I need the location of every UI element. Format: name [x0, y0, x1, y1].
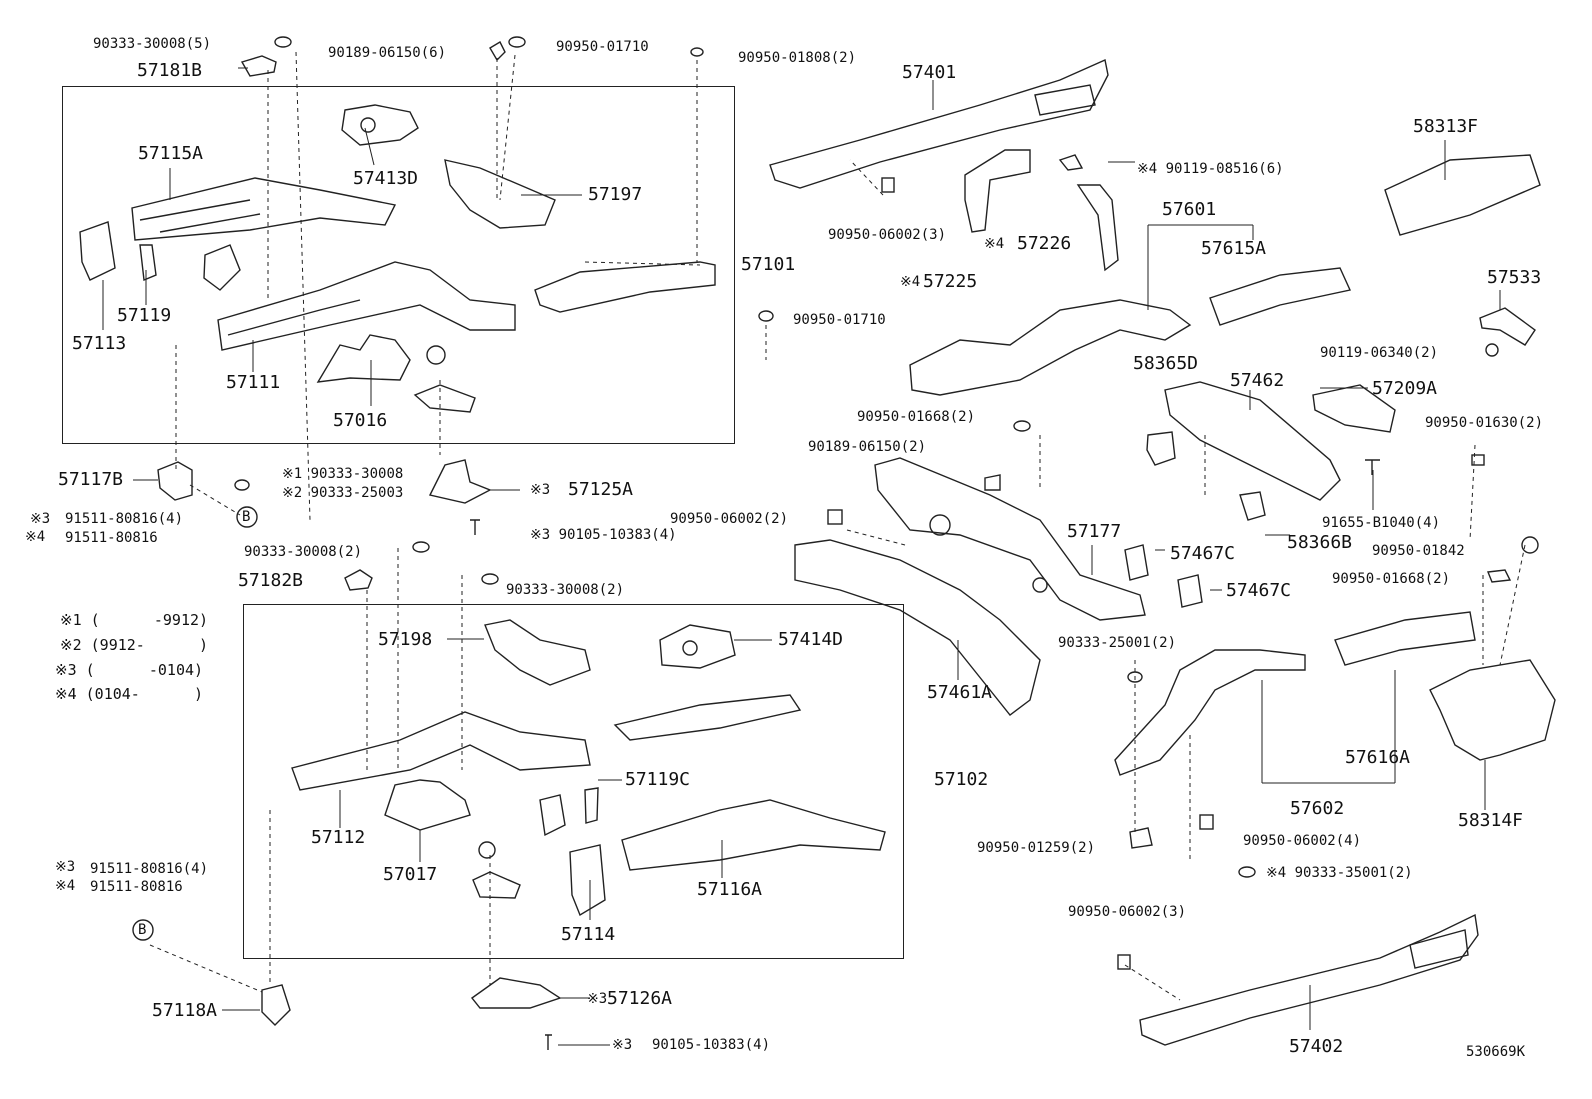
part-57102[interactable]: 57102: [934, 769, 989, 790]
part-58366B[interactable]: 58366B: [1287, 532, 1353, 553]
part-57118A[interactable]: 57118A: [152, 1000, 218, 1021]
code-91511-80816-b[interactable]: 91511-80816: [90, 879, 183, 895]
code-90950-01668-2-b[interactable]: 90950-01668(2): [1332, 571, 1451, 587]
code-90119-08516-6[interactable]: ※4 90119-08516(6): [1137, 161, 1284, 177]
part-57177[interactable]: 57177: [1067, 521, 1122, 542]
part-57461A[interactable]: 57461A: [927, 682, 993, 703]
code-note3-marker: ※3: [530, 482, 551, 498]
code-90333-25001-2[interactable]: 90333-25001(2): [1058, 635, 1177, 651]
code-90333-30008-2-a[interactable]: 90333-30008(2): [244, 544, 363, 560]
part-57413D[interactable]: 57413D: [353, 168, 419, 189]
code-91511-80816[interactable]: 91511-80816: [65, 530, 158, 546]
part-57115A[interactable]: 57115A: [138, 143, 204, 164]
part-57126A[interactable]: 57126A: [607, 988, 673, 1009]
callout-b-upper: B: [242, 509, 251, 525]
code-90950-01842[interactable]: 90950-01842: [1372, 543, 1465, 559]
part-57119C[interactable]: 57119C: [625, 769, 691, 790]
part-58365D[interactable]: 58365D: [1133, 353, 1199, 374]
note3-marker-b: ※3: [55, 859, 76, 875]
part-57616A[interactable]: 57616A: [1345, 747, 1411, 768]
note4-marker-a: ※4: [25, 529, 46, 545]
code-91655-B1040-4[interactable]: 91655-B1040(4): [1322, 515, 1441, 531]
part-57467C-2[interactable]: 57467C: [1226, 580, 1292, 601]
note4-marker-57226: ※4: [984, 236, 1005, 252]
lower-assembly-frame: [243, 604, 904, 959]
part-57615A[interactable]: 57615A: [1201, 238, 1267, 259]
part-57017[interactable]: 57017: [383, 864, 438, 885]
part-58313F[interactable]: 58313F: [1413, 116, 1479, 137]
callout-b-lower: B: [138, 922, 147, 938]
part-57016[interactable]: 57016: [333, 410, 388, 431]
part-58314F[interactable]: 58314F: [1458, 810, 1524, 831]
part-57182B[interactable]: 57182B: [238, 570, 304, 591]
diagram-id: 530669K: [1466, 1044, 1526, 1060]
code-90950-06002-3[interactable]: 90950-06002(3): [828, 227, 947, 243]
code-90950-01710-top[interactable]: 90950-01710: [556, 39, 649, 55]
code-90950-06002-4[interactable]: 90950-06002(4): [1243, 833, 1362, 849]
code-91511-80816-4[interactable]: 91511-80816(4): [65, 511, 184, 527]
part-57462[interactable]: 57462: [1230, 370, 1285, 391]
part-57113[interactable]: 57113: [72, 333, 127, 354]
note3-marker-a: ※3: [30, 511, 51, 527]
part-57402[interactable]: 57402: [1289, 1036, 1344, 1057]
part-57114[interactable]: 57114: [561, 924, 616, 945]
code-90950-01668-2[interactable]: 90950-01668(2): [857, 409, 976, 425]
part-57226[interactable]: 57226: [1017, 233, 1072, 254]
part-57101[interactable]: 57101: [741, 254, 796, 275]
code-90950-06002-3-b[interactable]: 90950-06002(3): [1068, 904, 1187, 920]
code-90189-06150-2[interactable]: 90189-06150(2): [808, 439, 927, 455]
note4-marker-57225: ※4: [900, 274, 921, 290]
part-57125A[interactable]: 57125A: [568, 479, 634, 500]
code-note2-90333-25003[interactable]: ※2 90333-25003: [282, 485, 404, 501]
legend-note-1: ※1 ( -9912): [60, 611, 209, 629]
code-90189-06150-6[interactable]: 90189-06150(6): [328, 45, 447, 61]
code-90950-01808-2[interactable]: 90950-01808(2): [738, 50, 857, 66]
legend-note-2: ※2 (9912- ): [60, 636, 209, 654]
part-57117B[interactable]: 57117B: [58, 469, 124, 490]
upper-assembly-frame: [62, 86, 735, 444]
part-57225[interactable]: 57225: [923, 271, 978, 292]
code-90119-06340-2[interactable]: 90119-06340(2): [1320, 345, 1439, 361]
part-57601[interactable]: 57601: [1162, 199, 1217, 220]
part-57116A[interactable]: 57116A: [697, 879, 763, 900]
code-note1-90333-30008[interactable]: ※1 90333-30008: [282, 466, 404, 482]
code-90333-35001-2[interactable]: ※4 90333-35001(2): [1266, 865, 1413, 881]
part-57198[interactable]: 57198: [378, 629, 433, 650]
part-57119[interactable]: 57119: [117, 305, 172, 326]
part-57209A[interactable]: 57209A: [1372, 378, 1438, 399]
part-57197[interactable]: 57197: [588, 184, 643, 205]
code-90333-30008-5[interactable]: 90333-30008(5): [93, 36, 212, 52]
part-57533[interactable]: 57533: [1487, 267, 1542, 288]
note4-marker-b: ※4: [55, 878, 76, 894]
code-90333-30008-2-b[interactable]: 90333-30008(2): [506, 582, 625, 598]
part-57111[interactable]: 57111: [226, 372, 281, 393]
code-90950-01710[interactable]: 90950-01710: [793, 312, 886, 328]
part-57112[interactable]: 57112: [311, 827, 366, 848]
code-90950-01630-2[interactable]: 90950-01630(2): [1425, 415, 1544, 431]
code-91511-80816-4-b[interactable]: 91511-80816(4): [90, 861, 209, 877]
part-57414D[interactable]: 57414D: [778, 629, 844, 650]
legend-note-3: ※3 ( -0104): [55, 661, 204, 679]
part-57181B[interactable]: 57181B: [137, 60, 203, 81]
part-57467C-1[interactable]: 57467C: [1170, 543, 1236, 564]
part-57401[interactable]: 57401: [902, 62, 957, 83]
legend-note-4: ※4 (0104- ): [55, 685, 204, 703]
code-90950-01259-2[interactable]: 90950-01259(2): [977, 840, 1096, 856]
code-90105-10383-4-b[interactable]: 90105-10383(4): [652, 1037, 771, 1053]
code-90105-10383-4[interactable]: ※3 90105-10383(4): [530, 527, 677, 543]
part-57602[interactable]: 57602: [1290, 798, 1345, 819]
note3-marker-c: ※3: [587, 991, 608, 1007]
code-90950-06002-2[interactable]: 90950-06002(2): [670, 511, 789, 527]
note3-marker-d: ※3: [612, 1037, 633, 1053]
